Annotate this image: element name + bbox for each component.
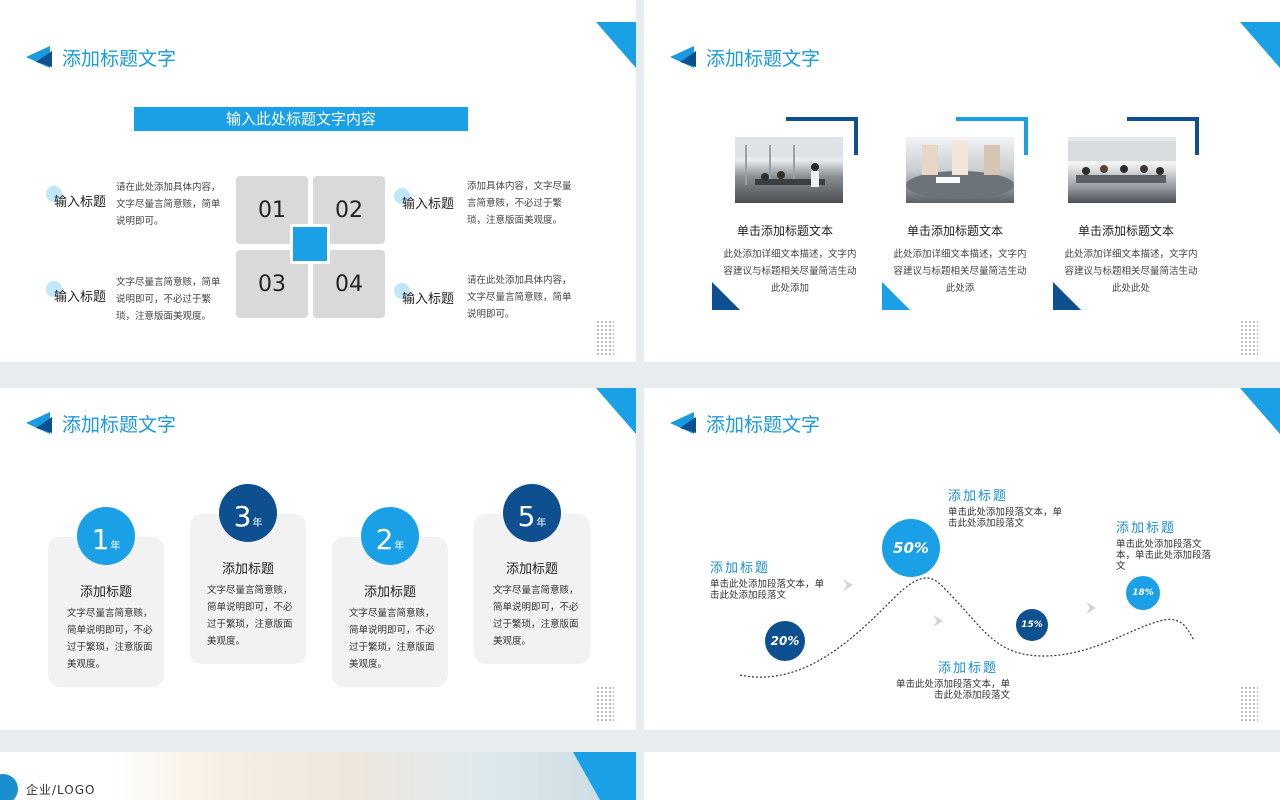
slide-title-text[interactable]: 添加标题文字 (706, 47, 821, 70)
bullet-dot (394, 283, 410, 299)
photo-meeting-3[interactable] (1068, 137, 1176, 203)
card-title-2[interactable]: 单击添加标题文本 (907, 224, 1004, 238)
year-unit: 年 (536, 518, 547, 529)
step-title-4[interactable]: 添加标题 (505, 562, 558, 577)
slide-title: 添加标题文字 (26, 42, 176, 72)
card-desc-1[interactable]: 此处添加详细文本描述，文字内容建议与标题相关尽量简洁生动此处添加 (723, 249, 857, 294)
content-title-bar[interactable]: 输入此处标题文字内容 (134, 107, 468, 131)
card-title-1[interactable]: 单击添加标题文本 (737, 224, 834, 238)
milestone-desc-2[interactable]: 单击此处添加段落文本，单击此处添加段落文 (948, 507, 1063, 529)
corner-triangle (596, 388, 636, 434)
milestone-title-2[interactable]: 添加标题 (948, 489, 1009, 504)
slide-title: 添加标题文字 (26, 408, 176, 438)
card-title-3[interactable]: 单击添加标题文本 (1078, 224, 1175, 238)
photo-frame (1127, 117, 1199, 155)
title-arrow-icon (26, 42, 56, 72)
slide-title: 添加标题文字 (670, 42, 820, 72)
year-number: 3 (233, 500, 252, 533)
logo-circle (0, 774, 18, 800)
year-number: 5 (517, 500, 536, 533)
dot-pattern (596, 686, 614, 722)
milestone-title-3[interactable]: 添加标题 (938, 661, 999, 676)
slide-1[interactable]: 添加标题文字 输入此处标题文字内容 输入标题 请在此处添加具体内容，文字尽量言简… (0, 0, 636, 362)
step-desc-4[interactable]: 文字尽量言简意赅，简单说明即可，不必过于繁琐，注意版面美观度。 (493, 585, 579, 647)
dot-pattern (596, 320, 614, 356)
title-arrow-icon (670, 408, 700, 438)
corner-triangle-dark (1053, 282, 1081, 310)
meeting-photo-graphic (1068, 141, 1176, 183)
center-square (290, 224, 330, 264)
dot-pattern (1240, 686, 1258, 722)
slide-title-text[interactable]: 添加标题文字 (62, 413, 177, 436)
meeting-photo-graphic (735, 137, 843, 187)
corner-triangle-light (882, 282, 910, 310)
step-title-3[interactable]: 添加标题 (363, 585, 416, 600)
item-desc-1[interactable]: 请在此处添加具体内容，文字尽量言简意赅，简单说明即可。 (116, 182, 221, 227)
percent-badge-18: 18% (1126, 576, 1160, 610)
building-photo (110, 752, 636, 800)
item-label-2[interactable]: 输入标题 (54, 290, 107, 305)
slide-6[interactable] (644, 752, 1280, 800)
title-arrow-icon (670, 42, 700, 72)
item-desc-4[interactable]: 请在此处添加具体内容，文字尽量言简意赅，简单说明即可。 (467, 275, 572, 320)
percent-badge-15: 15% (1016, 609, 1048, 641)
step-title-1[interactable]: 添加标题 (79, 585, 132, 600)
step-desc-2[interactable]: 文字尽量言简意赅，简单说明即可，不必过于繁琐，注意版面美观度。 (207, 585, 293, 647)
step-desc-1[interactable]: 文字尽量言简意赅，简单说明即可，不必过于繁琐，注意版面美观度。 (67, 608, 153, 670)
milestone-title-1[interactable]: 添加标题 (710, 561, 771, 576)
wave-path (739, 577, 1195, 678)
corner-triangle (1240, 388, 1280, 434)
photo-meeting-2[interactable] (906, 137, 1014, 203)
year-unit: 年 (252, 518, 263, 529)
year-unit: 年 (110, 541, 121, 552)
photo-frame (786, 117, 858, 155)
item-desc-3[interactable]: 添加具体内容，文字尽量言简意赅，不必过于繁琐，注意版面美观度。 (467, 181, 572, 226)
chevron-right-icon (843, 579, 853, 591)
slide-title-text[interactable]: 添加标题文字 (706, 413, 821, 436)
corner-triangle (596, 22, 636, 68)
bullet-dot (394, 188, 410, 204)
item-label-3[interactable]: 输入标题 (402, 197, 455, 212)
photo-frame (956, 117, 1028, 155)
title-arrow-icon (26, 408, 56, 438)
company-logo-text[interactable]: 企业/LOGO (26, 783, 96, 797)
year-unit: 年 (394, 541, 405, 552)
card-desc-3[interactable]: 此处添加详细文本描述，文字内容建议与标题相关尽量简洁生动此处此处 (1064, 249, 1198, 294)
corner-triangle-dark (712, 282, 740, 310)
milestone-desc-3[interactable]: 单击此处添加段落文本，单击此处添加段落文 (895, 679, 1010, 701)
year-number: 1 (91, 523, 110, 556)
milestone-desc-4[interactable]: 单击此处添加段落文本，单击此处添加段落文 (1116, 539, 1212, 572)
card-desc-2[interactable]: 此处添加详细文本描述，文字内容建议与标题相关尽量简洁生动此处添 (893, 249, 1027, 294)
corner-triangle (1240, 22, 1280, 68)
step-desc-3[interactable]: 文字尽量言简意赅，简单说明即可，不必过于繁琐，注意版面美观度。 (349, 608, 435, 670)
bullet-dot (46, 186, 62, 202)
chevron-right-icon (933, 615, 943, 627)
step-title-2[interactable]: 添加标题 (221, 562, 274, 577)
chevron-right-icon (1086, 602, 1096, 614)
slide-4[interactable]: 添加标题文字 添加标题 单击此处添加段落文本，单击此处添加段落文 添加标题 单击… (644, 388, 1280, 730)
slide-title-text[interactable]: 添加标题文字 (62, 47, 177, 70)
dot-pattern (1240, 320, 1258, 356)
bullet-dot (46, 281, 62, 297)
slide-title: 添加标题文字 (670, 408, 820, 438)
meeting-photo-graphic (906, 141, 1014, 199)
year-number: 2 (375, 523, 394, 556)
item-desc-2[interactable]: 文字尽量言简意赅，简单说明即可，不必过于繁琐，注意版面美观度。 (116, 277, 221, 322)
item-label-1[interactable]: 输入标题 (54, 195, 107, 210)
percent-badge-20: 20% (765, 621, 805, 661)
slide-5[interactable]: 企业/LOGO (0, 752, 636, 800)
milestone-title-4[interactable]: 添加标题 (1116, 521, 1177, 536)
slide-2[interactable]: 添加标题文字 单击添加标题文本 此处添加详细文本描述，文字内容建议与标题相关尽量… (644, 0, 1280, 362)
percent-badge-50: 50% (882, 519, 940, 577)
milestone-desc-1[interactable]: 单击此处添加段落文本，单击此处添加段落文 (710, 579, 825, 601)
photo-meeting-1[interactable] (735, 137, 843, 203)
item-label-4[interactable]: 输入标题 (402, 292, 455, 307)
